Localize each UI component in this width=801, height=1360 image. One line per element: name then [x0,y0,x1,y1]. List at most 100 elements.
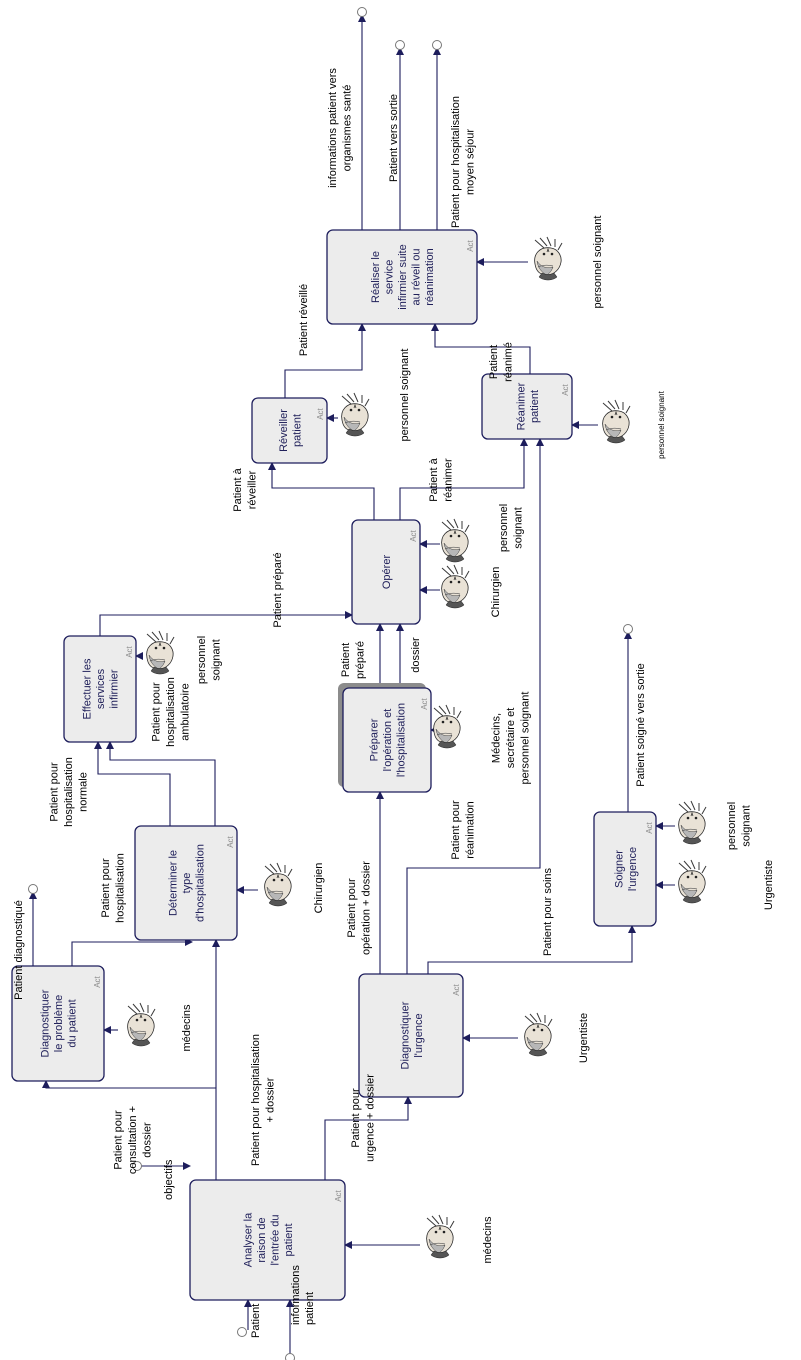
box-frame [11,965,105,1082]
person-icon [264,862,293,907]
person-icon [524,1012,553,1057]
flow-label-reveille: Patient réveillé [298,284,310,356]
person-icon [127,1002,156,1047]
person-icon [146,630,175,675]
person-icon [341,392,370,437]
activity-label: Opérer [381,555,393,590]
flow-label-vers-sortie: Patient vers sortie [388,94,400,182]
box-frame [251,397,328,464]
act-tag: Act [409,529,418,541]
person-icon [441,564,470,609]
act-tag: Act [316,407,325,419]
act-tag: Act [226,835,235,847]
resource-label-medecins-1: médecins [482,1216,494,1264]
external-terminal [237,1327,247,1337]
flow-label-soins: Patient pour soins [542,867,554,956]
flow-label-prepare-b: Patient préparé [272,552,284,627]
connector-arrow [406,438,544,974]
connector-arrow [71,938,193,966]
resource-label-personnel-4: personnel soignant [399,349,411,442]
act-tag: Act [561,383,570,395]
connector-arrow [427,925,636,974]
person-icon [678,859,707,904]
flow-label-objectifs: objectifs [163,1159,175,1200]
act-tag: Act [93,975,102,987]
connector-arrow [42,1080,217,1180]
connector-arrow [324,1096,412,1180]
flow-label-patient-in: Patient [250,1304,262,1338]
box-frame [326,229,478,325]
act-tag: Act [420,697,429,709]
act-tag: Act [645,821,654,833]
act-tag: Act [334,1189,343,1201]
resource-label-urgentiste-2: Urgentiste [763,860,775,910]
person-icon [433,704,462,749]
person-icon [441,518,470,563]
person-icon [602,399,631,444]
box-frame [63,635,137,743]
act-tag: Act [466,239,475,251]
box-frame [189,1179,346,1301]
external-terminal [132,1161,142,1171]
box-frame [593,811,657,927]
box-frame [351,519,421,625]
connector-arrow [431,323,531,374]
connector-arrow [268,462,375,520]
external-terminal [432,40,442,50]
resource-label-chirurgien-1: Chirurgien [313,863,325,914]
flow-label-hospitalisation-dossier: Patient pour hospitalisation+ dossier [250,1034,277,1166]
external-terminal [285,1353,295,1360]
resource-label-medecins-2: médecins [181,1004,193,1052]
flow-label-diagnostique: Patient diagnostiqué [13,900,25,1000]
connector-arrow [99,611,353,636]
box-frame [481,373,573,440]
resource-label-personnel-5: personnel soignant [657,390,666,458]
external-terminal [357,7,367,17]
person-icon [534,236,563,281]
activity-operer[interactable]: Opérer Act [351,519,421,625]
box-frame [134,825,238,941]
flow-label-soigne-sortie: Patient soigné vers sortie [635,663,647,787]
act-tag: Act [125,645,134,657]
connector-arrow [284,323,366,398]
resource-label-chirurgien-2: Chirurgien [490,567,502,618]
external-terminal [28,884,38,894]
person-icon [426,1214,455,1259]
